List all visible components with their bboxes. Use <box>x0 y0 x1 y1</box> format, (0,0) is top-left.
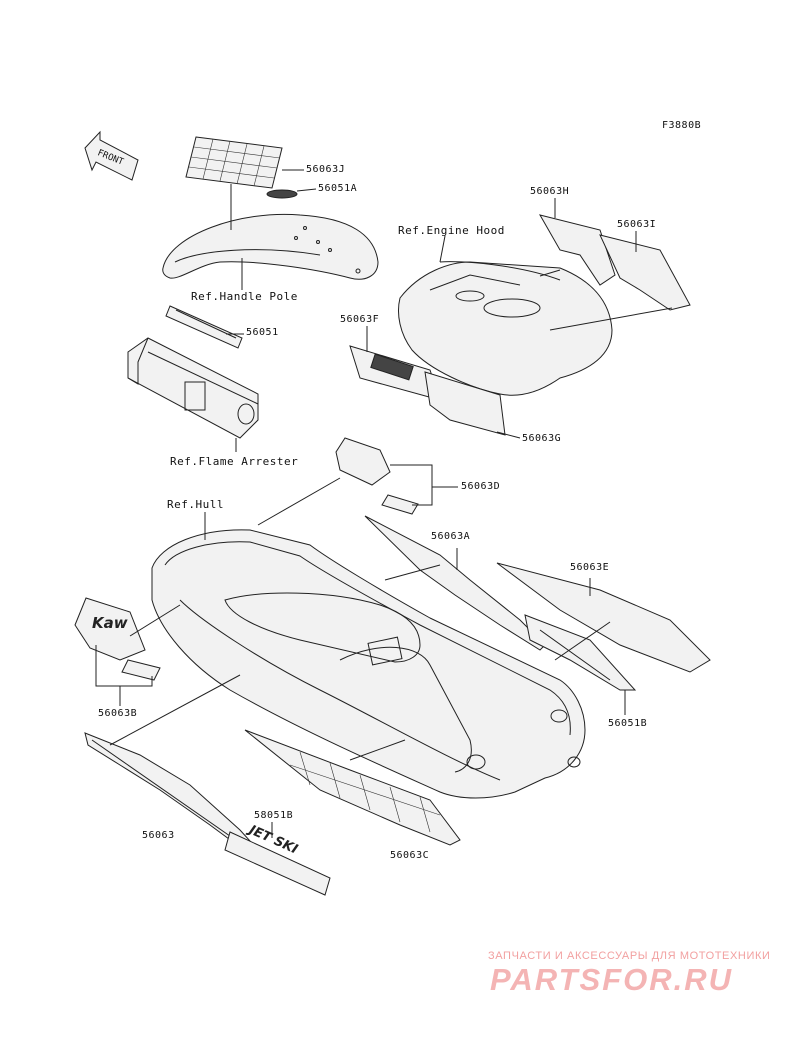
part-label-56063c: 56063C <box>390 850 430 861</box>
part-label-56063d: 56063D <box>461 481 501 492</box>
hull-part <box>151 529 586 799</box>
watermark-tagline: ЗАПЧАСТИ И АКСЕССУАРЫ ДЛЯ МОТОТЕХНИКИ <box>488 950 771 962</box>
part-label-56063e: 56063E <box>570 562 610 573</box>
part-label-56063j: 56063J <box>306 164 346 175</box>
decal-56063c-grid <box>244 729 461 846</box>
part-label-58051b: 58051B <box>254 810 294 821</box>
decal-56063d-upper <box>335 437 391 486</box>
part-label-56051a: 56051A <box>318 183 358 194</box>
part-label-56063g: 56063G <box>522 433 562 444</box>
part-label-56063i: 56063I <box>617 219 657 230</box>
emblem-56051a <box>266 189 298 199</box>
decal-56051-strip <box>165 305 243 349</box>
decal-56063e-stripe <box>496 562 711 673</box>
flame-arrester-part <box>127 337 259 439</box>
decal-56063a-stripe <box>364 515 546 651</box>
part-label-56051b-right: 56051B <box>608 718 648 729</box>
decal-56063d-lower <box>381 494 419 515</box>
part-label-56063f: 56063F <box>340 314 380 325</box>
decal-56063i <box>599 234 691 311</box>
part-label-56051: 56051 <box>246 327 279 338</box>
decal-56063j-grid <box>185 136 283 189</box>
handle-pole-part <box>162 213 379 280</box>
watermark-brand: PARTSFOR.RU <box>490 962 734 997</box>
decal-56063g <box>424 371 506 436</box>
part-label-56063: 56063 <box>142 830 175 841</box>
engine-hood-part <box>398 261 613 396</box>
part-label-56063h: 56063H <box>530 186 570 197</box>
kaw-decal-text: Kaw <box>92 614 128 632</box>
ref-label-handle-pole: Ref.Handle Pole <box>191 290 298 303</box>
decal-56063h <box>538 214 616 286</box>
figure-code: F3880B <box>662 120 702 131</box>
front-arrow-icon: FRONT <box>84 130 139 181</box>
part-label-56063a: 56063A <box>431 531 471 542</box>
ref-label-engine-hood: Ref.Engine Hood <box>398 224 505 237</box>
decal-56063b-kaw: Kaw <box>74 597 146 661</box>
decal-56063b-strip <box>121 659 161 681</box>
ref-label-flame-arrester: Ref.Flame Arrester <box>170 455 299 468</box>
part-label-56063b: 56063B <box>98 708 138 719</box>
decal-56051b-right <box>524 614 637 691</box>
ref-label-hull: Ref.Hull <box>167 498 224 511</box>
